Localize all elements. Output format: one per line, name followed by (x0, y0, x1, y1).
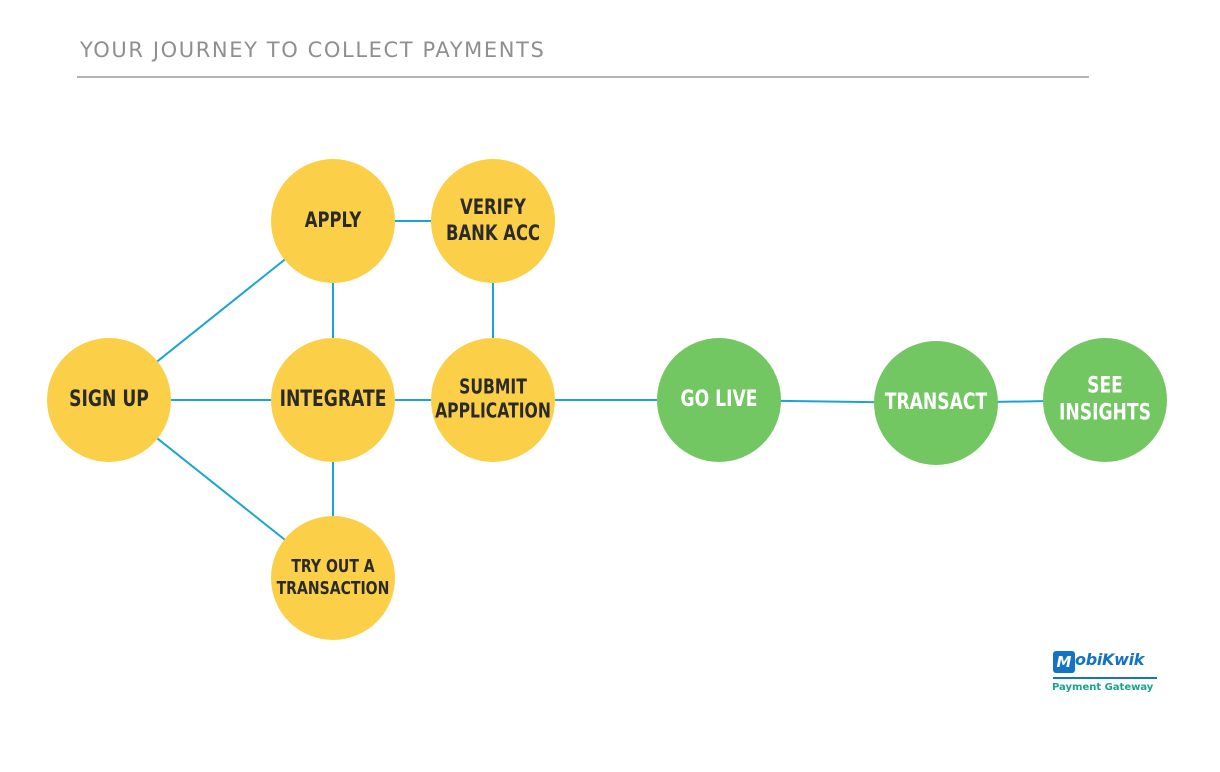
step-circle-apply (271, 159, 395, 283)
step-label-see-insights: SEE (1087, 374, 1123, 399)
step-label-verify-bank: BANK ACC (446, 221, 540, 245)
step-circle-transact (874, 341, 998, 465)
step-label-transact: TRANSACT (885, 390, 988, 415)
step-label-submit-application: SUBMIT (459, 374, 527, 398)
step-label-try-transaction: TRY OUT A (291, 556, 374, 577)
step-label-see-insights: INSIGHTS (1059, 400, 1151, 425)
step-label-integrate: INTEGRATE (280, 387, 387, 412)
mobikwik-logo-mark: M (1053, 651, 1075, 673)
step-circle-verify-bank (431, 159, 555, 283)
step-circle-submit-application (431, 338, 555, 462)
logo-divider (1053, 677, 1157, 679)
logo-tagline: Payment Gateway (1052, 682, 1154, 693)
step-circle-go-live (657, 338, 781, 462)
step-label-verify-bank: VERIFY (460, 195, 526, 219)
page-title: YOUR JOURNEY TO COLLECT PAYMENTS (80, 38, 546, 62)
step-node-transact: TRANSACT (874, 341, 998, 465)
step-label-go-live: GO LIVE (681, 387, 758, 412)
step-label-apply: APPLY (305, 208, 362, 232)
step-label-try-transaction: TRANSACTION (277, 578, 390, 599)
step-circle-try-transaction (271, 516, 395, 640)
step-node-go-live: GO LIVE (657, 338, 781, 462)
title-divider (77, 76, 1089, 78)
step-node-apply: APPLY (271, 159, 395, 283)
mobikwik-logo: M obiKwik Payment Gateway (1050, 648, 1162, 698)
step-node-integrate: INTEGRATE (271, 338, 395, 462)
step-label-submit-application: APPLICATION (435, 399, 551, 423)
step-node-sign-up: SIGN UP (47, 338, 171, 462)
step-circle-sign-up (47, 338, 171, 462)
step-circle-see-insights (1043, 338, 1167, 462)
step-circle-integrate (271, 338, 395, 462)
step-label-sign-up: SIGN UP (69, 387, 149, 412)
mobikwik-wordmark: obiKwik (1075, 650, 1145, 669)
